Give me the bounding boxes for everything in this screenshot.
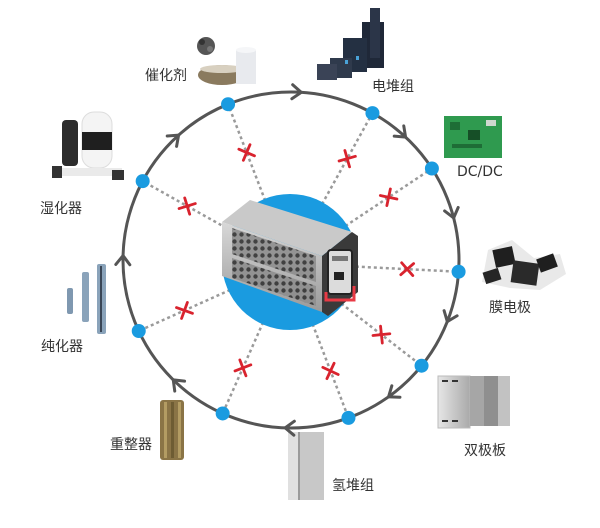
node-stack-module	[365, 106, 380, 121]
node-bipolar-plate	[414, 358, 429, 373]
label-hydrogen-stack: 氢堆组	[332, 478, 374, 494]
bipolar-plate-image	[437, 375, 510, 429]
purifier-image	[67, 264, 106, 334]
cross-icon	[321, 361, 340, 381]
label-mea: 膜电极	[489, 300, 531, 316]
node-reformer	[215, 406, 230, 421]
label-bipolar-plate: 双极板	[464, 443, 506, 459]
flow-arrow-icon	[443, 205, 460, 221]
flow-arrow-icon	[386, 384, 402, 399]
label-reformer: 重整器	[110, 437, 152, 453]
label-dcdc: DC/DC	[457, 164, 503, 180]
cross-icon	[399, 261, 416, 277]
flow-arrow-icon	[442, 309, 459, 324]
cross-icon	[177, 196, 197, 216]
flow-arrow-icon	[392, 124, 408, 139]
flow-arrow-icon	[290, 83, 304, 101]
catalyst-image	[197, 37, 256, 85]
node-humidifier	[135, 174, 150, 189]
dcdc-board-image	[444, 116, 502, 158]
label-stack-module: 电堆组	[372, 79, 414, 95]
flow-arrow-icon	[114, 253, 132, 267]
flow-arrow-group	[114, 83, 460, 437]
node-dcdc	[424, 161, 439, 176]
humidifier-image	[52, 111, 124, 180]
cross-icon	[371, 324, 392, 345]
cross-icon	[337, 149, 357, 169]
reformer-image	[160, 400, 184, 460]
label-humidifier: 湿化器	[40, 201, 82, 217]
node-group	[131, 97, 466, 425]
node-purifier	[131, 323, 146, 338]
cross-icon	[233, 358, 253, 378]
cross-icon	[237, 143, 256, 162]
stack-module-image	[317, 8, 384, 80]
flow-ring	[121, 90, 461, 430]
flow-arrow-icon	[171, 378, 187, 393]
flow-arrow-icon	[165, 133, 181, 148]
cross-icon	[378, 187, 399, 207]
node-hydrogen-stack	[341, 410, 356, 425]
link-catalyst	[226, 103, 267, 202]
fuel-cell-system-icon	[222, 200, 358, 316]
link-dcdc	[344, 167, 433, 228]
cross-icon	[175, 301, 194, 320]
link-humidifier	[142, 180, 233, 233]
link-group	[138, 103, 459, 419]
link-mea	[355, 265, 459, 273]
mea-image	[482, 240, 566, 290]
hydrogen-stack-image	[288, 432, 324, 500]
link-stack-module	[320, 112, 374, 205]
node-mea	[451, 264, 466, 279]
node-catalyst	[221, 97, 236, 112]
flow-arrow-icon	[282, 419, 296, 437]
label-catalyst: 催化剂	[145, 68, 187, 84]
label-purifier: 纯化器	[41, 339, 83, 355]
